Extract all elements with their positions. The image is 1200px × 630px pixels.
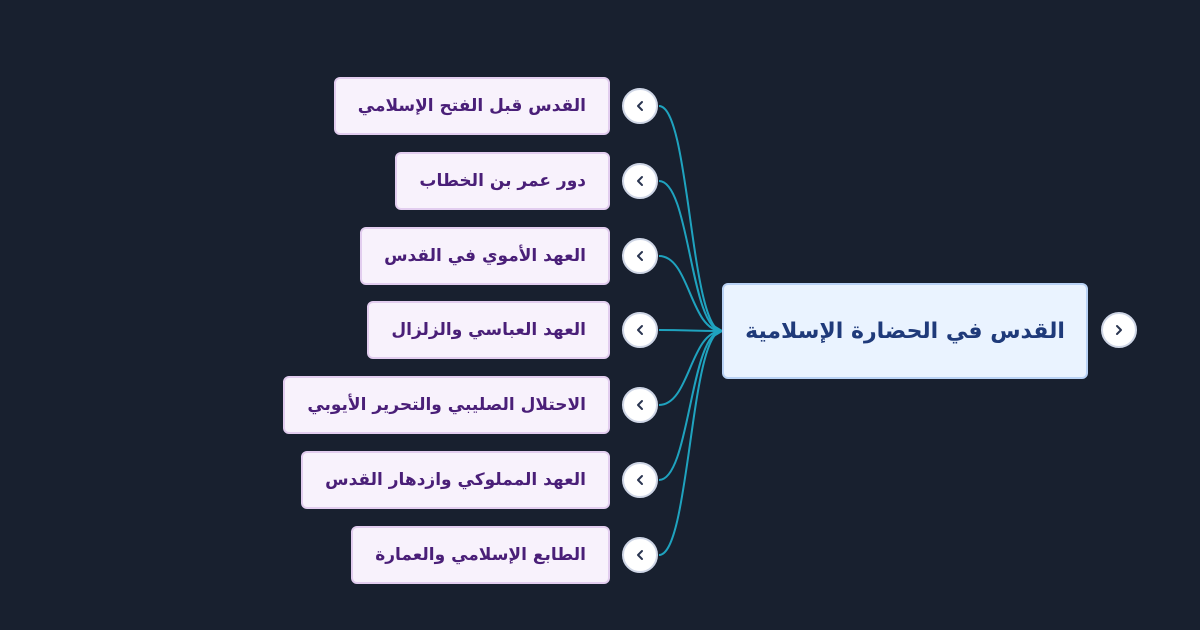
connector-line — [658, 329, 723, 332]
root-collapse-toggle[interactable] — [1101, 312, 1137, 348]
chevron-left-icon — [637, 251, 643, 261]
child-expand-toggle[interactable] — [622, 462, 658, 498]
child-node-crusader[interactable]: الاحتلال الصليبي والتحرير الأيوبي — [283, 376, 610, 434]
child-expand-toggle[interactable] — [622, 312, 658, 348]
chevron-left-icon — [637, 400, 643, 410]
child-expand-toggle[interactable] — [622, 387, 658, 423]
chevron-left-icon — [637, 176, 643, 186]
child-node-label: دور عمر بن الخطاب — [419, 171, 586, 191]
child-expand-toggle[interactable] — [622, 238, 658, 274]
child-node-label: القدس قبل الفتح الإسلامي — [357, 96, 586, 116]
connector-line — [658, 330, 723, 481]
child-node-architecture[interactable]: الطابع الإسلامي والعمارة — [351, 526, 610, 584]
child-node-umayyad[interactable]: العهد الأموي في القدس — [360, 227, 610, 285]
child-node-label: الاحتلال الصليبي والتحرير الأيوبي — [307, 395, 586, 415]
connector-line — [658, 255, 723, 332]
child-node-umar[interactable]: دور عمر بن الخطاب — [395, 152, 610, 210]
chevron-left-icon — [637, 101, 643, 111]
connector-line — [658, 330, 723, 556]
root-node-label: القدس في الحضارة الإسلامية — [745, 318, 1065, 344]
child-node-label: الطابع الإسلامي والعمارة — [375, 545, 586, 565]
connector-line — [658, 180, 723, 332]
child-expand-toggle[interactable] — [622, 163, 658, 199]
root-node[interactable]: القدس في الحضارة الإسلامية — [722, 283, 1088, 379]
child-expand-toggle[interactable] — [622, 537, 658, 573]
chevron-left-icon — [637, 550, 643, 560]
chevron-left-icon — [637, 475, 643, 485]
child-node-label: العهد الأموي في القدس — [384, 246, 586, 266]
chevron-left-icon — [637, 325, 643, 335]
child-node-mamluk[interactable]: العهد المملوكي وازدهار القدس — [301, 451, 610, 509]
connector-line — [658, 105, 723, 332]
chevron-right-icon — [1116, 325, 1122, 335]
child-node-label: العهد المملوكي وازدهار القدس — [325, 470, 586, 490]
child-node-label: العهد العباسي والزلزال — [391, 320, 586, 340]
connector-line — [658, 330, 723, 406]
child-node-pre-conquest[interactable]: القدس قبل الفتح الإسلامي — [333, 77, 610, 135]
child-expand-toggle[interactable] — [622, 88, 658, 124]
child-node-abbasid[interactable]: العهد العباسي والزلزال — [367, 301, 610, 359]
